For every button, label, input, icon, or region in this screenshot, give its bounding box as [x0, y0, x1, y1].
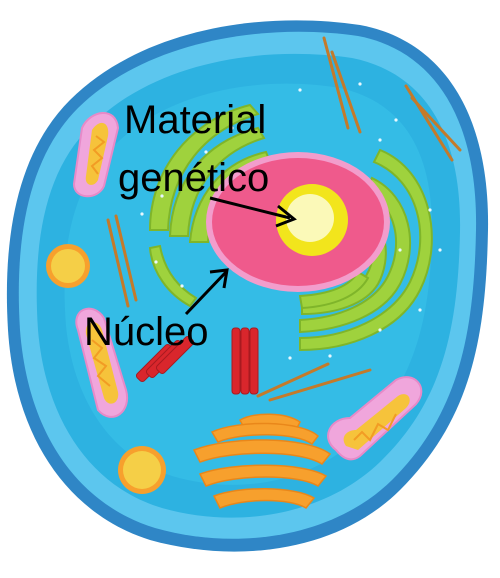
cytoskeleton — [106, 36, 462, 402]
label-nucleo: Núcleo — [84, 310, 209, 354]
arrow-nucleus — [184, 268, 229, 316]
arrow-genetic-material — [209, 196, 297, 228]
mitochondrion-top-left — [72, 112, 120, 198]
label-genetico: genético — [118, 156, 270, 200]
label-material: Material — [124, 98, 267, 142]
centrioles — [135, 327, 259, 395]
lysosome-bottom — [118, 446, 166, 494]
lysosome-left — [46, 244, 90, 288]
mitochondrion-left — [75, 307, 129, 418]
mitochondrion-right — [327, 376, 423, 461]
golgi-apparatus — [192, 413, 332, 509]
ribosomes — [140, 82, 442, 360]
nucleolus-inner — [286, 194, 334, 242]
